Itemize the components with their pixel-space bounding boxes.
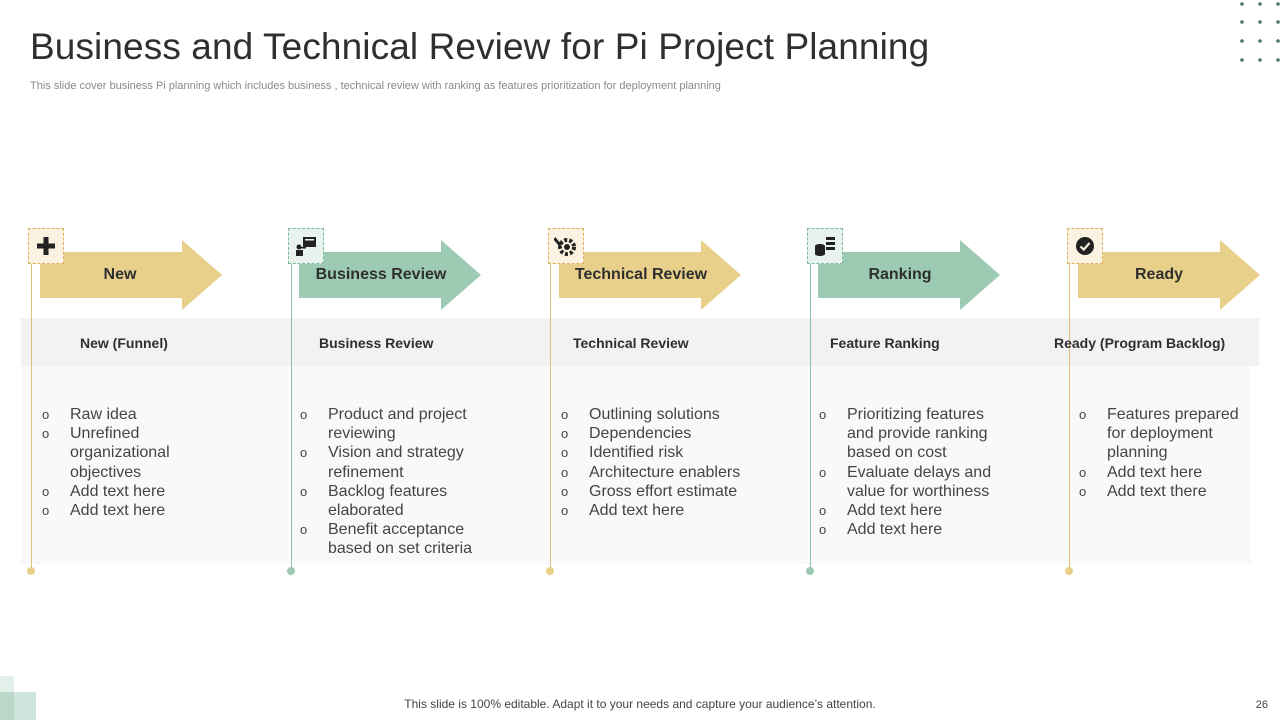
stage-item-list: Outlining solutions Dependencies Identif…: [561, 405, 741, 520]
stage-item-list: Raw idea Unrefined organizational object…: [42, 405, 192, 520]
list-item: Identified risk: [561, 443, 741, 462]
stage-arrow: [40, 240, 222, 310]
list-item: Vision and strategy refinement: [300, 443, 480, 481]
stage-arrow-label: Technical Review: [574, 266, 708, 283]
timeline-line: [291, 264, 292, 570]
database-list-icon: [807, 228, 843, 264]
stage-arrow: [818, 240, 1000, 310]
list-item: Backlog features elaborated: [300, 482, 480, 520]
list-item: Features prepared for deployment plannin…: [1079, 405, 1249, 463]
timeline-dot: [1065, 567, 1073, 575]
stage-item-list: Prioritizing features and provide rankin…: [819, 405, 999, 540]
stage-heading: Feature Ranking: [830, 335, 940, 351]
list-item: Dependencies: [561, 424, 741, 443]
decorative-dot-grid: [1240, 2, 1280, 62]
check-circle-icon: [1067, 228, 1103, 264]
timeline-dot: [27, 567, 35, 575]
list-item: Add text here: [1079, 463, 1249, 482]
list-item: Product and project reviewing: [300, 405, 480, 443]
stage-arrow: [299, 240, 481, 310]
timeline-dot: [546, 567, 554, 575]
list-item: Benefit acceptance based on set criteria: [300, 520, 480, 558]
list-item: Add text here: [819, 520, 999, 539]
timeline-line: [550, 264, 551, 570]
stage-heading: New (Funnel): [80, 335, 168, 351]
list-item: Add text there: [1079, 482, 1249, 501]
presentation-icon: [288, 228, 324, 264]
stage-arrow-label: Ranking: [868, 266, 932, 283]
stage-arrow: [1078, 240, 1260, 310]
timeline-line: [1069, 264, 1070, 570]
stage-heading: Technical Review: [573, 335, 689, 351]
list-item: Architecture enablers: [561, 463, 741, 482]
footer-note: This slide is 100% editable. Adapt it to…: [404, 697, 876, 711]
timeline-dot: [287, 567, 295, 575]
list-item: Add text here: [42, 482, 192, 501]
page-subtitle: This slide cover business Pi planning wh…: [30, 80, 721, 92]
timeline-dot: [806, 567, 814, 575]
list-item: Add text here: [819, 501, 999, 520]
stage-arrow-label: New: [103, 266, 137, 283]
stage-arrow-label: Ready: [1134, 266, 1184, 283]
stage-item-list: Features prepared for deployment plannin…: [1079, 405, 1249, 501]
gear-wrench-icon: [548, 228, 584, 264]
stage-heading: Ready (Program Backlog): [1054, 335, 1226, 351]
list-item: Outlining solutions: [561, 405, 741, 424]
page-title: Business and Technical Review for Pi Pro…: [30, 26, 930, 67]
list-item: Add text here: [42, 501, 192, 520]
timeline-line: [31, 264, 32, 570]
stage-item-list: Product and project reviewing Vision and…: [300, 405, 480, 559]
stage-arrow: [559, 240, 741, 310]
list-item: Raw idea: [42, 405, 192, 424]
list-item: Add text here: [561, 501, 741, 520]
page-number: 26: [1255, 699, 1268, 711]
list-item: Unrefined organizational objectives: [42, 424, 192, 482]
decorative-corner-squares: [0, 676, 36, 720]
list-item: Prioritizing features and provide rankin…: [819, 405, 999, 463]
timeline-line: [810, 264, 811, 570]
list-item: Evaluate delays and value for worthiness: [819, 463, 999, 501]
stage-heading: Business Review: [319, 335, 434, 351]
stage-arrow-label: Business Review: [315, 266, 447, 283]
list-item: Gross effort estimate: [561, 482, 741, 501]
heading-band: [21, 318, 1259, 366]
plus-icon: [28, 228, 64, 264]
